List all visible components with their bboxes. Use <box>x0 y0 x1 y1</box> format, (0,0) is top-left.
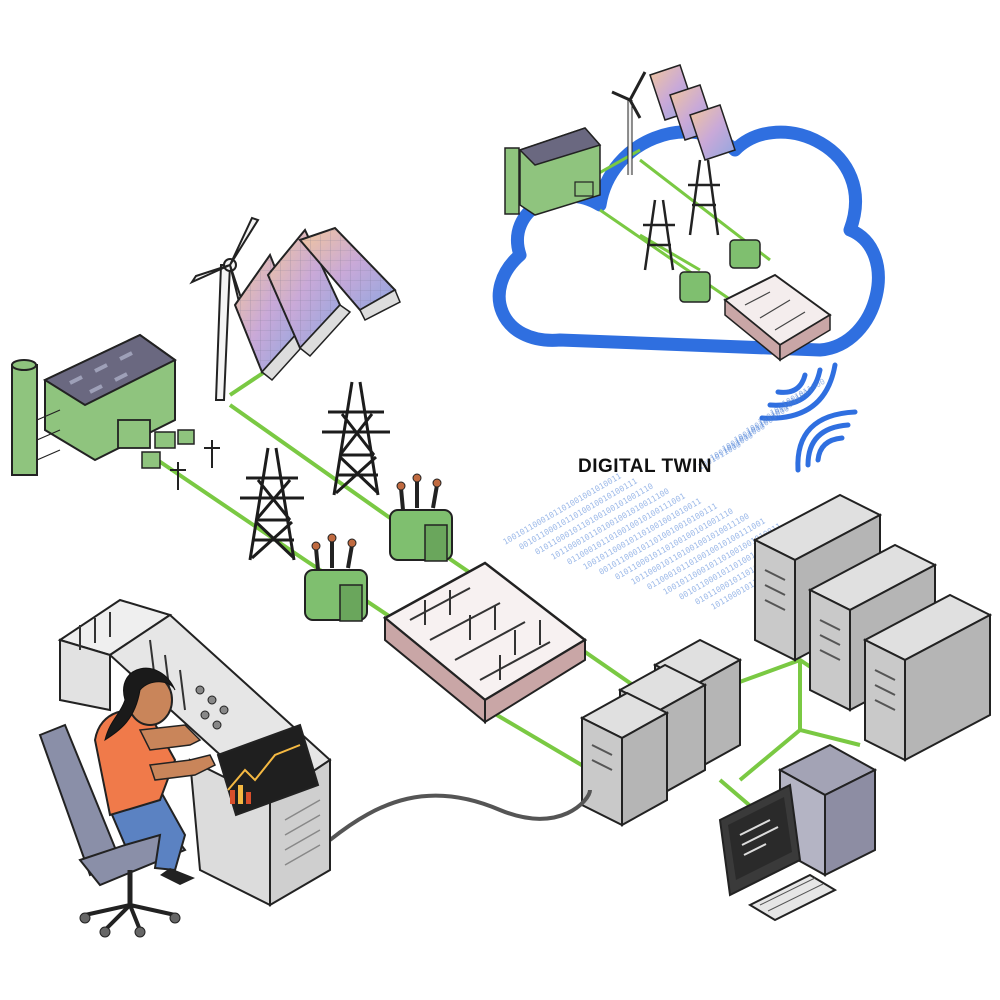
desktop-computer-icon <box>718 743 878 922</box>
operator-figure <box>38 667 217 938</box>
transmission-tower-icon <box>170 440 220 490</box>
power-plant-icon <box>504 127 602 216</box>
solar-panel-icon <box>649 64 736 161</box>
server-rack-icon <box>862 593 993 762</box>
transformer-icon <box>389 473 453 562</box>
substation-icon <box>382 561 588 725</box>
substation-icon <box>723 273 832 362</box>
transmission-tower-icon <box>322 381 390 496</box>
transmission-tower-icon <box>240 447 304 561</box>
control-console-icon <box>57 598 332 907</box>
console-cable <box>328 789 592 842</box>
wifi-signal-icon <box>795 409 858 473</box>
power-plant-icon <box>11 333 195 476</box>
solar-panel-icon <box>266 228 352 358</box>
wifi-signal-icon <box>759 362 838 421</box>
transmission-tower-icon <box>643 159 720 271</box>
diagram-title: DIGITAL TWIN <box>577 456 713 477</box>
transformer-icon <box>304 533 368 622</box>
transformer-icon <box>679 239 761 303</box>
wind-turbine-icon <box>611 71 647 175</box>
server-rack-icon <box>579 691 670 827</box>
cloud-grid-replica <box>504 64 832 362</box>
solar-panel-icon <box>298 226 401 322</box>
